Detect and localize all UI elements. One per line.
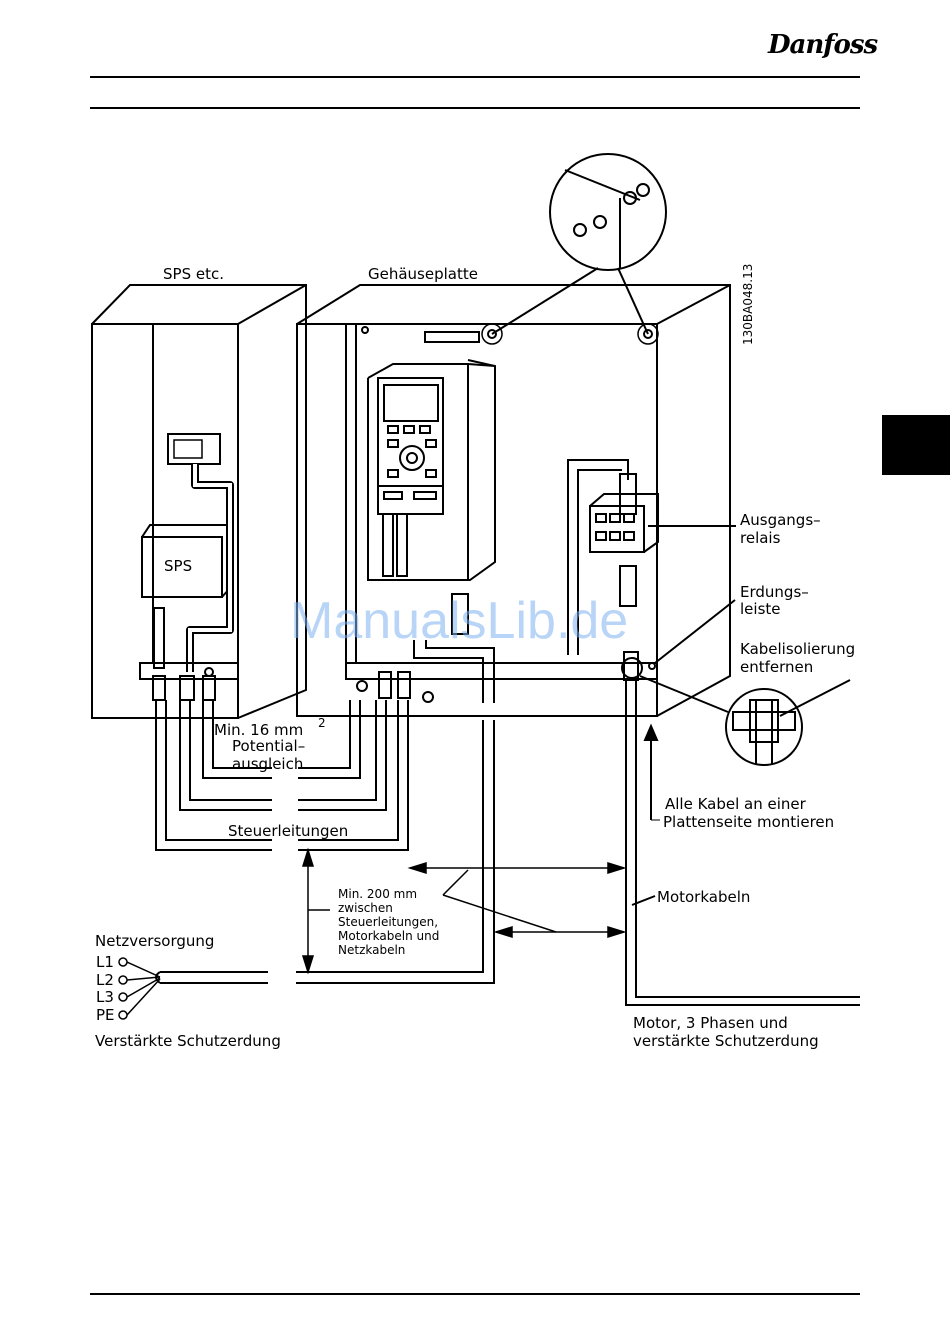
label-pe: PE [96, 1006, 115, 1024]
label-alle-kabel-1: Alle Kabel an einer [665, 795, 807, 813]
grounding-rail [345, 662, 658, 680]
mains-terminals [118, 957, 161, 1020]
plc-cabinet [91, 284, 307, 719]
label-steuerleitungen: Steuerleitungen [228, 822, 348, 840]
label-gehaeuseplatte: Gehäuseplatte [368, 265, 478, 283]
spacing-dimension [301, 847, 627, 975]
label-potential-2: ausgleich [232, 755, 303, 773]
label-verstaerkte: Verstärkte Schutzerdung [95, 1032, 281, 1050]
mains-cable [155, 593, 495, 984]
label-erdungsleiste-2: leiste [740, 600, 781, 618]
label-min200-3: Steuerleitungen, [338, 915, 438, 929]
frequency-converter [367, 359, 496, 581]
label-ausgangsrelais-2: relais [740, 529, 781, 547]
label-l3: L3 [96, 988, 114, 1006]
label-erdungsleiste-1: Erdungs– [740, 583, 809, 601]
header-rule-top [90, 76, 860, 78]
screw-detail [491, 153, 667, 335]
label-min16: Min. 16 mm [214, 721, 303, 739]
control-cables [155, 513, 434, 851]
label-alle-kabel-2: Plattenseite montieren [663, 813, 834, 831]
watermark: ManualsLib.de [290, 592, 628, 650]
label-netzversorgung: Netzversorgung [95, 932, 214, 950]
label-l2: L2 [96, 971, 114, 989]
label-kabelisolierung-2: entfernen [740, 658, 813, 676]
label-min200-5: Netzkabeln [338, 943, 405, 957]
cable-clamp-detail [621, 657, 851, 766]
label-motor-1: Motor, 3 Phasen und [633, 1014, 788, 1032]
label-potential-1: Potential– [232, 737, 305, 755]
label-min200-2: zwischen [338, 901, 393, 915]
enclosure-panel [296, 284, 731, 717]
label-sps-etc: SPS etc. [163, 265, 224, 283]
label-ausgangsrelais-1: Ausgangs– [740, 511, 821, 529]
label-l1: L1 [96, 953, 114, 971]
label-sps: SPS [164, 557, 192, 575]
label-kabelisolierung-1: Kabelisolierung [740, 640, 855, 658]
section-tab-marker [882, 415, 950, 475]
label-min200-1: Min. 200 mm [338, 887, 417, 901]
figure-id: 130BA048.13 [741, 264, 755, 345]
label-min200-4: Motorkabeln und [338, 929, 439, 943]
danfoss-logo: Danfoss [768, 30, 878, 60]
footer-rule [90, 1293, 860, 1295]
label-motorkabeln: Motorkabeln [657, 888, 750, 906]
output-relay [589, 493, 659, 553]
motor-cable [567, 459, 860, 1006]
label-min16-sup: 2 [318, 716, 326, 730]
label-motor-2: verstärkte Schutzerdung [633, 1032, 819, 1050]
header-rule-bottom [90, 107, 860, 109]
